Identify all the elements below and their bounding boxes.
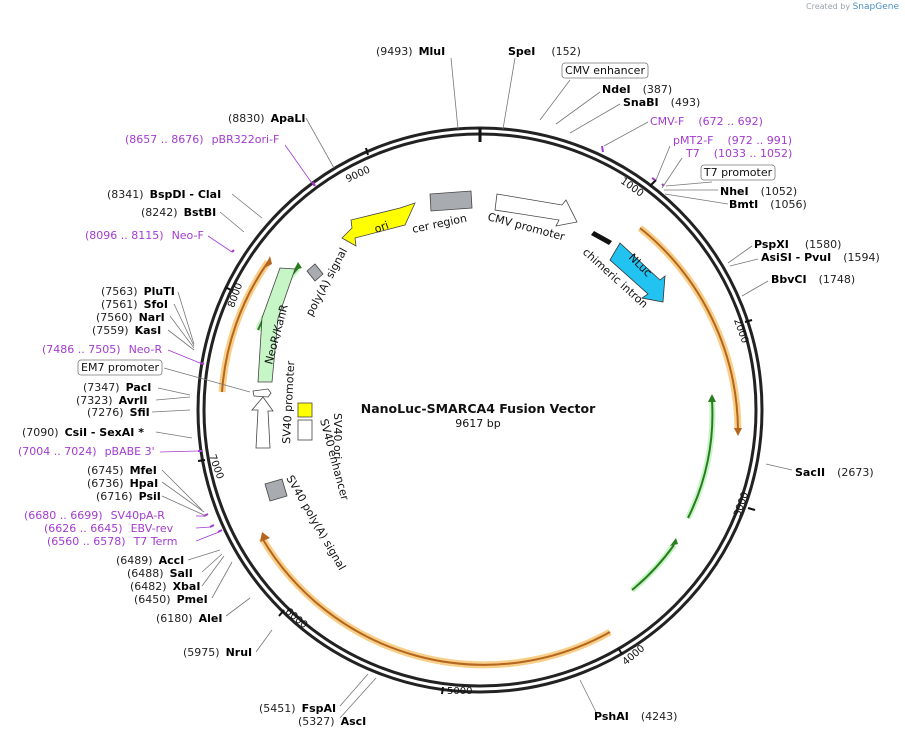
plasmid-name: NanoLuc-SMARCA4 Fusion Vector xyxy=(361,401,596,416)
svg-text:CMV enhancer: CMV enhancer xyxy=(565,64,645,77)
enzyme-SnaBI: SnaBI(493) xyxy=(623,96,700,109)
enzyme-PshAI: PshAI(4243) xyxy=(594,710,677,723)
enzyme-MluI: (9493)MluI xyxy=(376,45,445,58)
enzyme-XbaI: (6482)XbaI xyxy=(130,580,200,593)
enzyme-SpeI: SpeI(152) xyxy=(508,45,581,58)
enzyme-ApaLI: (8830)ApaLI xyxy=(228,112,306,125)
enzyme-NarI: (7560)NarI xyxy=(96,311,165,324)
enzyme-KasI: (7559)KasI xyxy=(92,324,161,337)
primer-T7: T7(1033 .. 1052) xyxy=(685,147,792,160)
enzyme-CsiI-SexAI: (7090)CsiI - SexAI * xyxy=(22,426,144,439)
em7-feature xyxy=(252,388,272,398)
primer-labels: CMV-F(672 .. 692) pMT2-F(972 .. 991) T7(… xyxy=(18,115,792,548)
ori-feature xyxy=(341,202,416,247)
enzyme-MfeI: (6745)MfeI xyxy=(87,464,157,477)
enzyme-BstBI: (8242)BstBI xyxy=(141,206,216,219)
features xyxy=(251,190,666,502)
enzyme-AvrII: (7323)AvrII xyxy=(76,394,147,407)
enzyme-PmeI: (6450)PmeI xyxy=(134,593,208,606)
cmv-promoter-feature xyxy=(494,193,578,227)
primer-Neo-R: (7486 .. 7505)Neo-R xyxy=(42,343,162,356)
svg-text:5000: 5000 xyxy=(447,686,472,697)
enzyme-PspXI: PspXI(1580) xyxy=(754,238,841,251)
boxed-label-em7-promoter: EM7 promoter xyxy=(77,359,163,376)
enzyme-HpaI: (6736)HpaI xyxy=(87,477,158,490)
enzyme-SfoI: (7561)SfoI xyxy=(101,298,168,311)
feature-label-polya: poly(A) signal xyxy=(303,246,350,319)
enzyme-SfiI: (7276)SfiI xyxy=(87,406,150,419)
svg-text:EM7 promoter: EM7 promoter xyxy=(81,361,159,374)
enzyme-NruI: (5975)NruI xyxy=(183,646,252,659)
credit: Created by SnapGene xyxy=(806,2,899,12)
snapgene-logo: SnapGene xyxy=(852,2,899,12)
sv40-ori-feature xyxy=(297,402,313,418)
enzyme-PsiI: (6716)PsiI xyxy=(96,490,161,503)
enzyme-labels: (9493)MluI SpeI(152) NdeI(387) SnaBI(493… xyxy=(22,45,880,728)
sv40-enhancer-feature xyxy=(297,419,313,441)
feature-label-sv40-promoter: SV40 promoter xyxy=(280,360,297,444)
enzyme-SacII: SacII(2673) xyxy=(795,466,874,479)
enzyme-NdeI: NdeI(387) xyxy=(602,83,672,96)
enzyme-BspDI-ClaI: (8341)BspDI - ClaI xyxy=(107,188,221,201)
plasmid-length: 9617 bp xyxy=(455,417,500,430)
sv40-polya-feature xyxy=(264,478,288,502)
svg-text:6000: 6000 xyxy=(283,606,310,631)
svg-text:T7 promoter: T7 promoter xyxy=(703,166,773,179)
enzyme-PluTI: (7563)PluTI xyxy=(101,285,175,298)
primer-CMV-F: CMV-F(672 .. 692) xyxy=(650,115,763,128)
feature-label-sv40-ori: SV40 ori xyxy=(331,413,344,459)
primer-EBV-rev: (6626 .. 6645)EBV-rev xyxy=(44,522,174,535)
enzyme-FspAI: (5451)FspAI xyxy=(259,702,336,715)
neor-feature xyxy=(257,267,296,383)
sv40-promoter-feature xyxy=(251,396,274,449)
enzyme-AccI: (6489)AccI xyxy=(116,554,184,567)
enzyme-AscI: (5327)AscI xyxy=(298,715,366,728)
primer-leaders xyxy=(159,144,315,542)
chimeric-intron-feature xyxy=(591,231,612,245)
primer-pBABE3: (7004 .. 7024)pBABE 3' xyxy=(18,445,155,458)
enzyme-BbvCI: BbvCI(1748) xyxy=(771,273,855,286)
cer-region-feature xyxy=(429,190,473,212)
enzyme-NheI: NheI(1052) xyxy=(720,185,797,198)
nluc-feature xyxy=(609,242,666,303)
primer-pBR322ori-F: (8657 .. 8676)pBR322ori-F xyxy=(125,133,279,146)
leader-lines xyxy=(151,57,793,719)
feature-label-ori: ori xyxy=(373,219,391,236)
enzyme-AsiSI-PvuI: AsiSI - PvuI(1594) xyxy=(761,251,880,264)
polya-feature xyxy=(306,263,324,282)
orf-arcs xyxy=(218,225,742,669)
boxed-label-cmv-enhancer: CMV enhancer xyxy=(561,62,649,79)
boxed-label-t7-promoter: T7 promoter xyxy=(700,164,776,181)
scale-ticks xyxy=(197,147,756,695)
primer-SV40pA-R: (6680 .. 6699)SV40pA-R xyxy=(24,509,165,522)
enzyme-PacI: (7347)PacI xyxy=(83,381,151,394)
primer-pMT2-F: pMT2-F(972 .. 991) xyxy=(673,134,792,147)
feature-label-cer-region: cer region xyxy=(411,212,468,236)
enzyme-AleI: (6180)AleI xyxy=(156,612,222,625)
svg-text:3000: 3000 xyxy=(732,491,751,519)
primer-T7-Term: (6560 .. 6578)T7 Term xyxy=(47,535,177,548)
enzyme-BmtI: BmtI(1056) xyxy=(729,198,807,211)
primer-Neo-F: (8096 .. 8115)Neo-F xyxy=(85,229,204,242)
enzyme-SalI: (6488)SalI xyxy=(127,567,193,580)
